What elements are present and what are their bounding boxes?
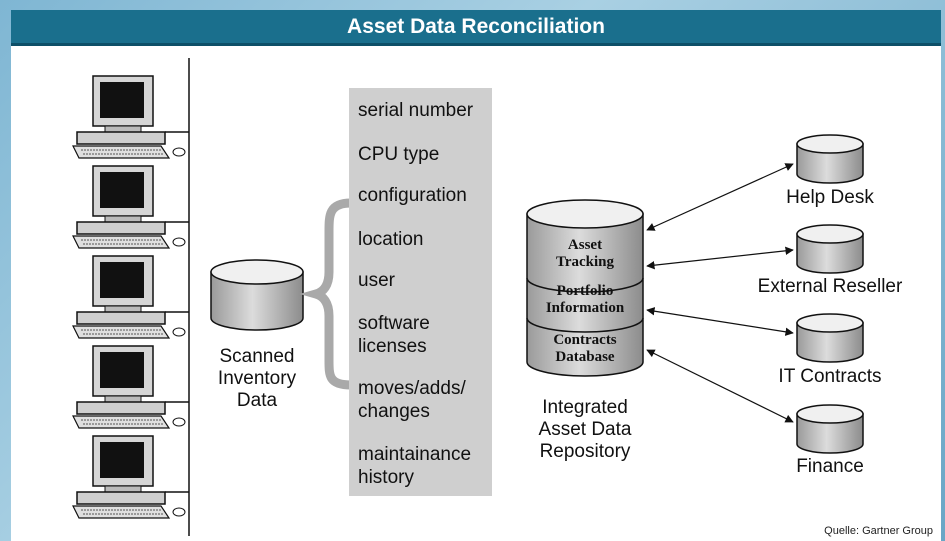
diagram-frame: Asset Data Reconciliation [11,10,941,541]
attr-cpu-type: CPU type [358,144,440,165]
computer-icon-2 [72,165,189,249]
label-it-contracts: IT Contracts [778,366,882,387]
it-contracts-cylinder-icon [796,313,864,363]
attr-configuration: configuration [358,185,467,206]
external-reseller-cylinder-icon [796,224,864,274]
label-finance: Finance [796,456,864,477]
label-help-desk: Help Desk [786,187,874,208]
scanned-inventory-cylinder-icon [210,259,304,331]
attr-history: history [358,467,414,488]
finance-cylinder-icon [796,404,864,454]
attr-software: software [358,313,430,334]
repository-cylinder-icon [526,199,644,377]
attr-licenses: licenses [358,336,427,357]
attr-location: location [358,229,424,250]
arrow-finance [646,349,794,423]
diagram-title: Asset Data Reconciliation [11,10,941,46]
computer-icon-4 [72,345,189,429]
segment-asset-tracking: Asset Tracking [555,237,615,270]
attr-changes: changes [358,401,430,422]
attr-moves-adds: moves/adds/ [358,378,466,399]
source-credit: Quelle: Gartner Group [824,525,933,537]
repository-caption: Integrated Asset Data Repository [538,397,632,462]
arrow-help-desk [646,163,794,231]
computer-icon-5 [72,435,189,519]
segment-contracts-database: Contracts Database [553,332,617,365]
help-desk-cylinder-icon [796,134,864,184]
label-external-reseller: External Reseller [757,276,903,297]
attr-user: user [358,270,395,291]
attribute-list-panel: serial number CPU type configuration loc… [349,88,492,496]
computer-icon-1 [72,75,189,159]
diagram-canvas [72,58,864,536]
segment-portfolio-information: Portfolio Information [545,283,625,316]
scanned-inventory-label: Scanned Inventory Data [217,346,297,411]
attr-serial-number: serial number [358,100,474,121]
arrow-it-contracts [646,307,794,336]
attr-maintainance: maintainance [358,444,472,465]
computer-icon-3 [72,255,189,339]
curly-brace [299,198,356,390]
arrow-external-reseller [646,246,794,270]
